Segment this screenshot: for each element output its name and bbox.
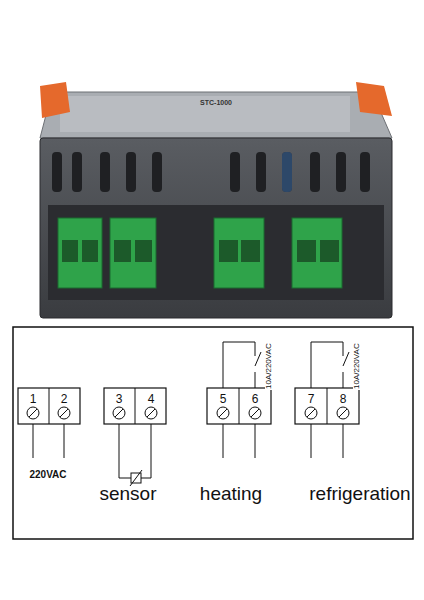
terminal-number: 4 xyxy=(148,393,155,405)
terminal-label: refrigeration xyxy=(309,484,410,503)
screw-head xyxy=(145,407,157,419)
terminal-number: 6 xyxy=(252,393,259,405)
vent-slots xyxy=(52,152,370,192)
wire xyxy=(33,342,349,478)
terminal-number: 5 xyxy=(220,393,227,405)
screw-head xyxy=(217,407,229,419)
screw-head xyxy=(305,407,317,419)
terminal-label: heating xyxy=(200,484,262,503)
screw-head xyxy=(113,407,125,419)
supply-label: 220VAC xyxy=(29,470,66,480)
screw-head xyxy=(249,407,261,419)
terminal-number: 1 xyxy=(30,393,37,405)
terminal-number: 3 xyxy=(116,393,123,405)
terminal-divider xyxy=(49,388,327,424)
terminal-opening xyxy=(62,240,339,262)
mounting-clip xyxy=(40,82,70,118)
model-name: STC-1000 xyxy=(200,99,232,106)
relay-rating: 10A/220VAC xyxy=(353,342,361,390)
relay-rating: 10A/220VAC xyxy=(265,342,273,390)
housing xyxy=(40,138,392,318)
screw-head xyxy=(27,407,39,419)
terminal-number: 2 xyxy=(61,393,68,405)
mounting-clip xyxy=(356,82,392,116)
sticker-print xyxy=(60,96,350,132)
terminal-recess xyxy=(48,205,384,300)
label-sticker xyxy=(40,92,392,138)
terminal-label: sensor xyxy=(99,484,156,503)
screw-head xyxy=(337,407,349,419)
terminal-group xyxy=(18,388,359,424)
screw-head xyxy=(58,407,70,419)
terminal-number: 7 xyxy=(308,393,315,405)
diagram-frame xyxy=(13,327,413,539)
terminal-number: 8 xyxy=(340,393,347,405)
terminal-block xyxy=(58,218,342,288)
screw-terminal xyxy=(27,407,349,419)
